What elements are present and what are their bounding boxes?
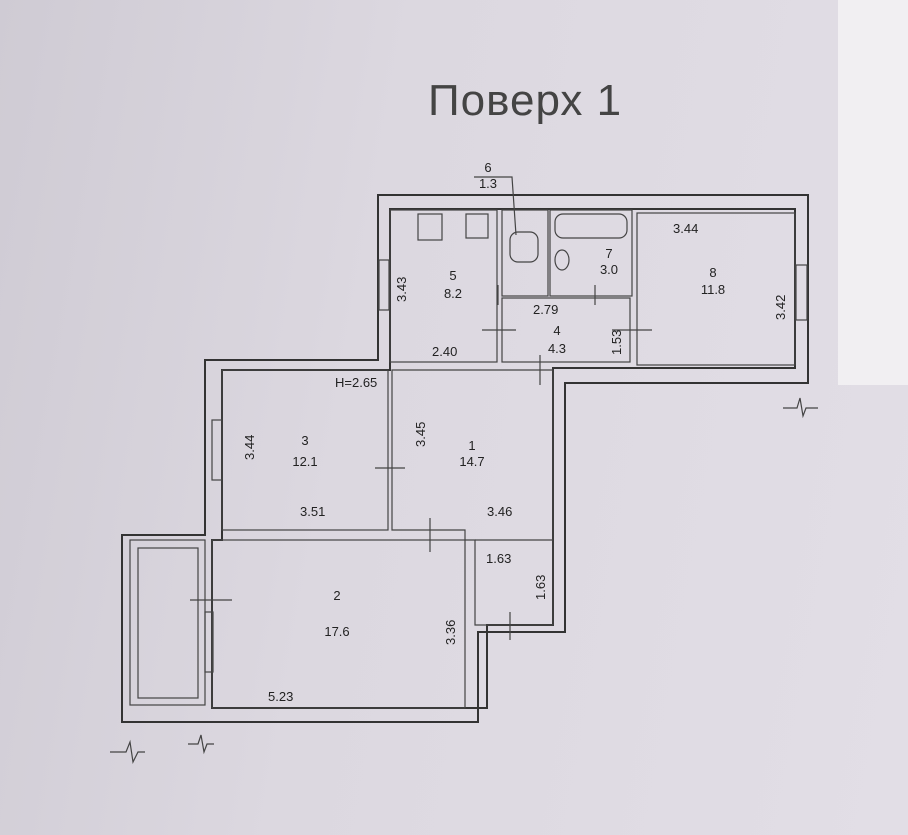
- room-5-number: 5: [449, 268, 456, 283]
- room-3-area: 12.1: [292, 454, 317, 469]
- room-1-outline: [391, 369, 554, 626]
- dim-r3-side: 3.44: [242, 435, 257, 460]
- dim-r4-side: 1.53: [609, 330, 624, 355]
- outer-wall: [121, 194, 809, 723]
- window-room-5: [378, 259, 390, 311]
- room-7-area: 3.0: [600, 262, 618, 277]
- dim-r1-bottom: 3.46: [487, 504, 512, 519]
- floor-title: Поверх 1: [428, 76, 623, 125]
- dim-r8-top: 3.44: [673, 221, 698, 236]
- dim-r2-side: 3.36: [443, 620, 458, 645]
- paper-edge: [838, 0, 908, 385]
- stove-icon: [417, 213, 443, 241]
- window-room-2: [204, 611, 214, 673]
- room-2-number: 2: [333, 588, 340, 603]
- room-6-outline: [501, 209, 549, 297]
- room-2-area: 17.6: [324, 624, 349, 639]
- room-7-number: 7: [605, 246, 612, 261]
- dim-r8-side: 3.42: [773, 295, 788, 320]
- room-8-number: 8: [709, 265, 716, 280]
- break-mark: [783, 397, 818, 419]
- break-mark: [110, 739, 145, 764]
- ceiling-height: H=2.65: [335, 375, 377, 390]
- bathtub-icon: [554, 213, 628, 239]
- dim-corridor-height: 1.63: [533, 575, 548, 600]
- dim-r2-bottom: 5.23: [268, 689, 293, 704]
- room-7-outline: [549, 209, 633, 297]
- dim-r4-top: 2.79: [533, 302, 558, 317]
- sink-icon: [465, 213, 489, 239]
- door-markers: [190, 285, 652, 640]
- dim-r5-side: 3.43: [394, 277, 409, 302]
- window-room-3: [211, 419, 223, 481]
- room-6-area: 1.3: [479, 176, 497, 191]
- washbasin-icon: [554, 249, 570, 271]
- room-1-number: 1: [468, 438, 475, 453]
- balcony-inner: [137, 547, 199, 699]
- room-6-leader: [474, 176, 517, 236]
- room-4-area: 4.3: [548, 341, 566, 356]
- break-mark: [188, 734, 214, 755]
- dim-corridor-width: 1.63: [486, 551, 511, 566]
- room-5-outline: [389, 209, 498, 363]
- room-8-area: 11.8: [701, 282, 725, 297]
- dim-r3-bottom: 3.51: [300, 504, 325, 519]
- dim-r1-side: 3.45: [413, 422, 428, 447]
- room-5-area: 8.2: [444, 286, 462, 301]
- room-2-outline: [211, 539, 466, 709]
- room-3-number: 3: [301, 433, 308, 448]
- window-room-8: [795, 264, 808, 321]
- room-8-outline: [636, 212, 796, 366]
- room-1-area: 14.7: [459, 454, 484, 469]
- balcony-outline: [129, 539, 206, 706]
- dim-r5-bottom: 2.40: [432, 344, 457, 359]
- toilet-icon: [509, 231, 539, 263]
- room-4-number: 4: [553, 323, 560, 338]
- room-6-number: 6: [484, 160, 491, 175]
